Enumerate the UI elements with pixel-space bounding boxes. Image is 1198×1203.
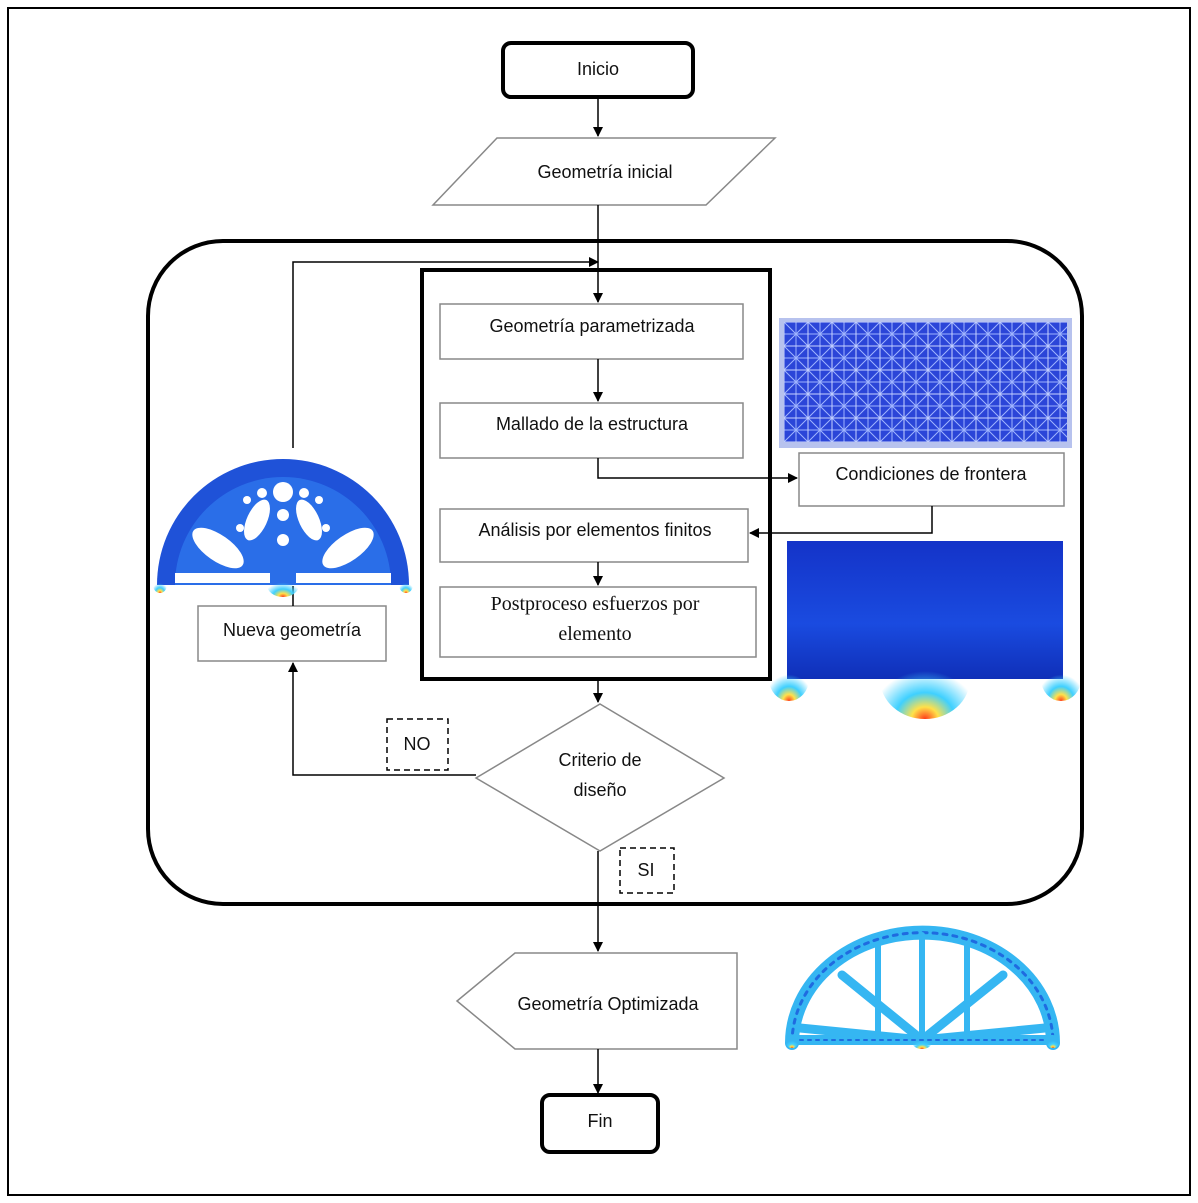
new-geometry-box <box>197 605 387 662</box>
postprocess-box <box>439 586 757 658</box>
mesh-grid-icon <box>779 318 1072 448</box>
boundary-conditions-label: Condiciones de frontera <box>835 464 1027 484</box>
connectors <box>288 97 933 1094</box>
no-branch-label: NO <box>404 734 431 754</box>
fem-analysis-box <box>439 508 749 563</box>
end-label: Fin <box>587 1111 612 1131</box>
no-branch-tag <box>386 718 449 771</box>
postprocess-label-line1: Postproceso esfuerzos por <box>491 593 700 615</box>
fem-process-box <box>420 268 772 681</box>
optimization-loop-container <box>146 239 1084 906</box>
initial-geometry-input <box>431 137 777 206</box>
end-terminal <box>540 1093 660 1154</box>
postprocess-label-line2: elemento <box>558 623 631 645</box>
parametrized-geometry-box <box>439 303 744 360</box>
arrow-criterion-no-to-new-geometry <box>288 662 476 776</box>
fem-analysis-label: Análisis por elementos finitos <box>478 520 711 540</box>
page-border <box>7 7 1191 1196</box>
arrow-boundary-to-fem <box>749 506 933 538</box>
yes-branch-tag <box>619 847 675 894</box>
new-geometry-label: Nueva geometría <box>223 620 362 640</box>
arch-topology-icon <box>153 459 413 597</box>
yes-branch-label: SI <box>637 860 654 880</box>
meshing-label: Mallado de la estructura <box>496 414 689 434</box>
arrow-loop-back <box>292 257 599 448</box>
optimized-geometry-label: Geometría Optimizada <box>517 994 699 1014</box>
boundary-conditions-box <box>798 452 1065 507</box>
initial-geometry-label: Geometría inicial <box>537 162 672 182</box>
design-criterion-decision <box>474 703 726 852</box>
design-criterion-label-line1: Criterio de <box>558 750 641 770</box>
stress-field-icon <box>769 541 1081 719</box>
optimized-geometry-output <box>455 952 738 1050</box>
meshing-box <box>439 402 744 459</box>
arrow-mesh-to-boundary <box>597 458 798 483</box>
parametrized-geometry-label: Geometría parametrizada <box>489 316 695 336</box>
start-label: Inicio <box>577 59 619 79</box>
design-criterion-label-line2: diseño <box>573 780 626 800</box>
optimized-truss-icon <box>785 925 1060 1050</box>
